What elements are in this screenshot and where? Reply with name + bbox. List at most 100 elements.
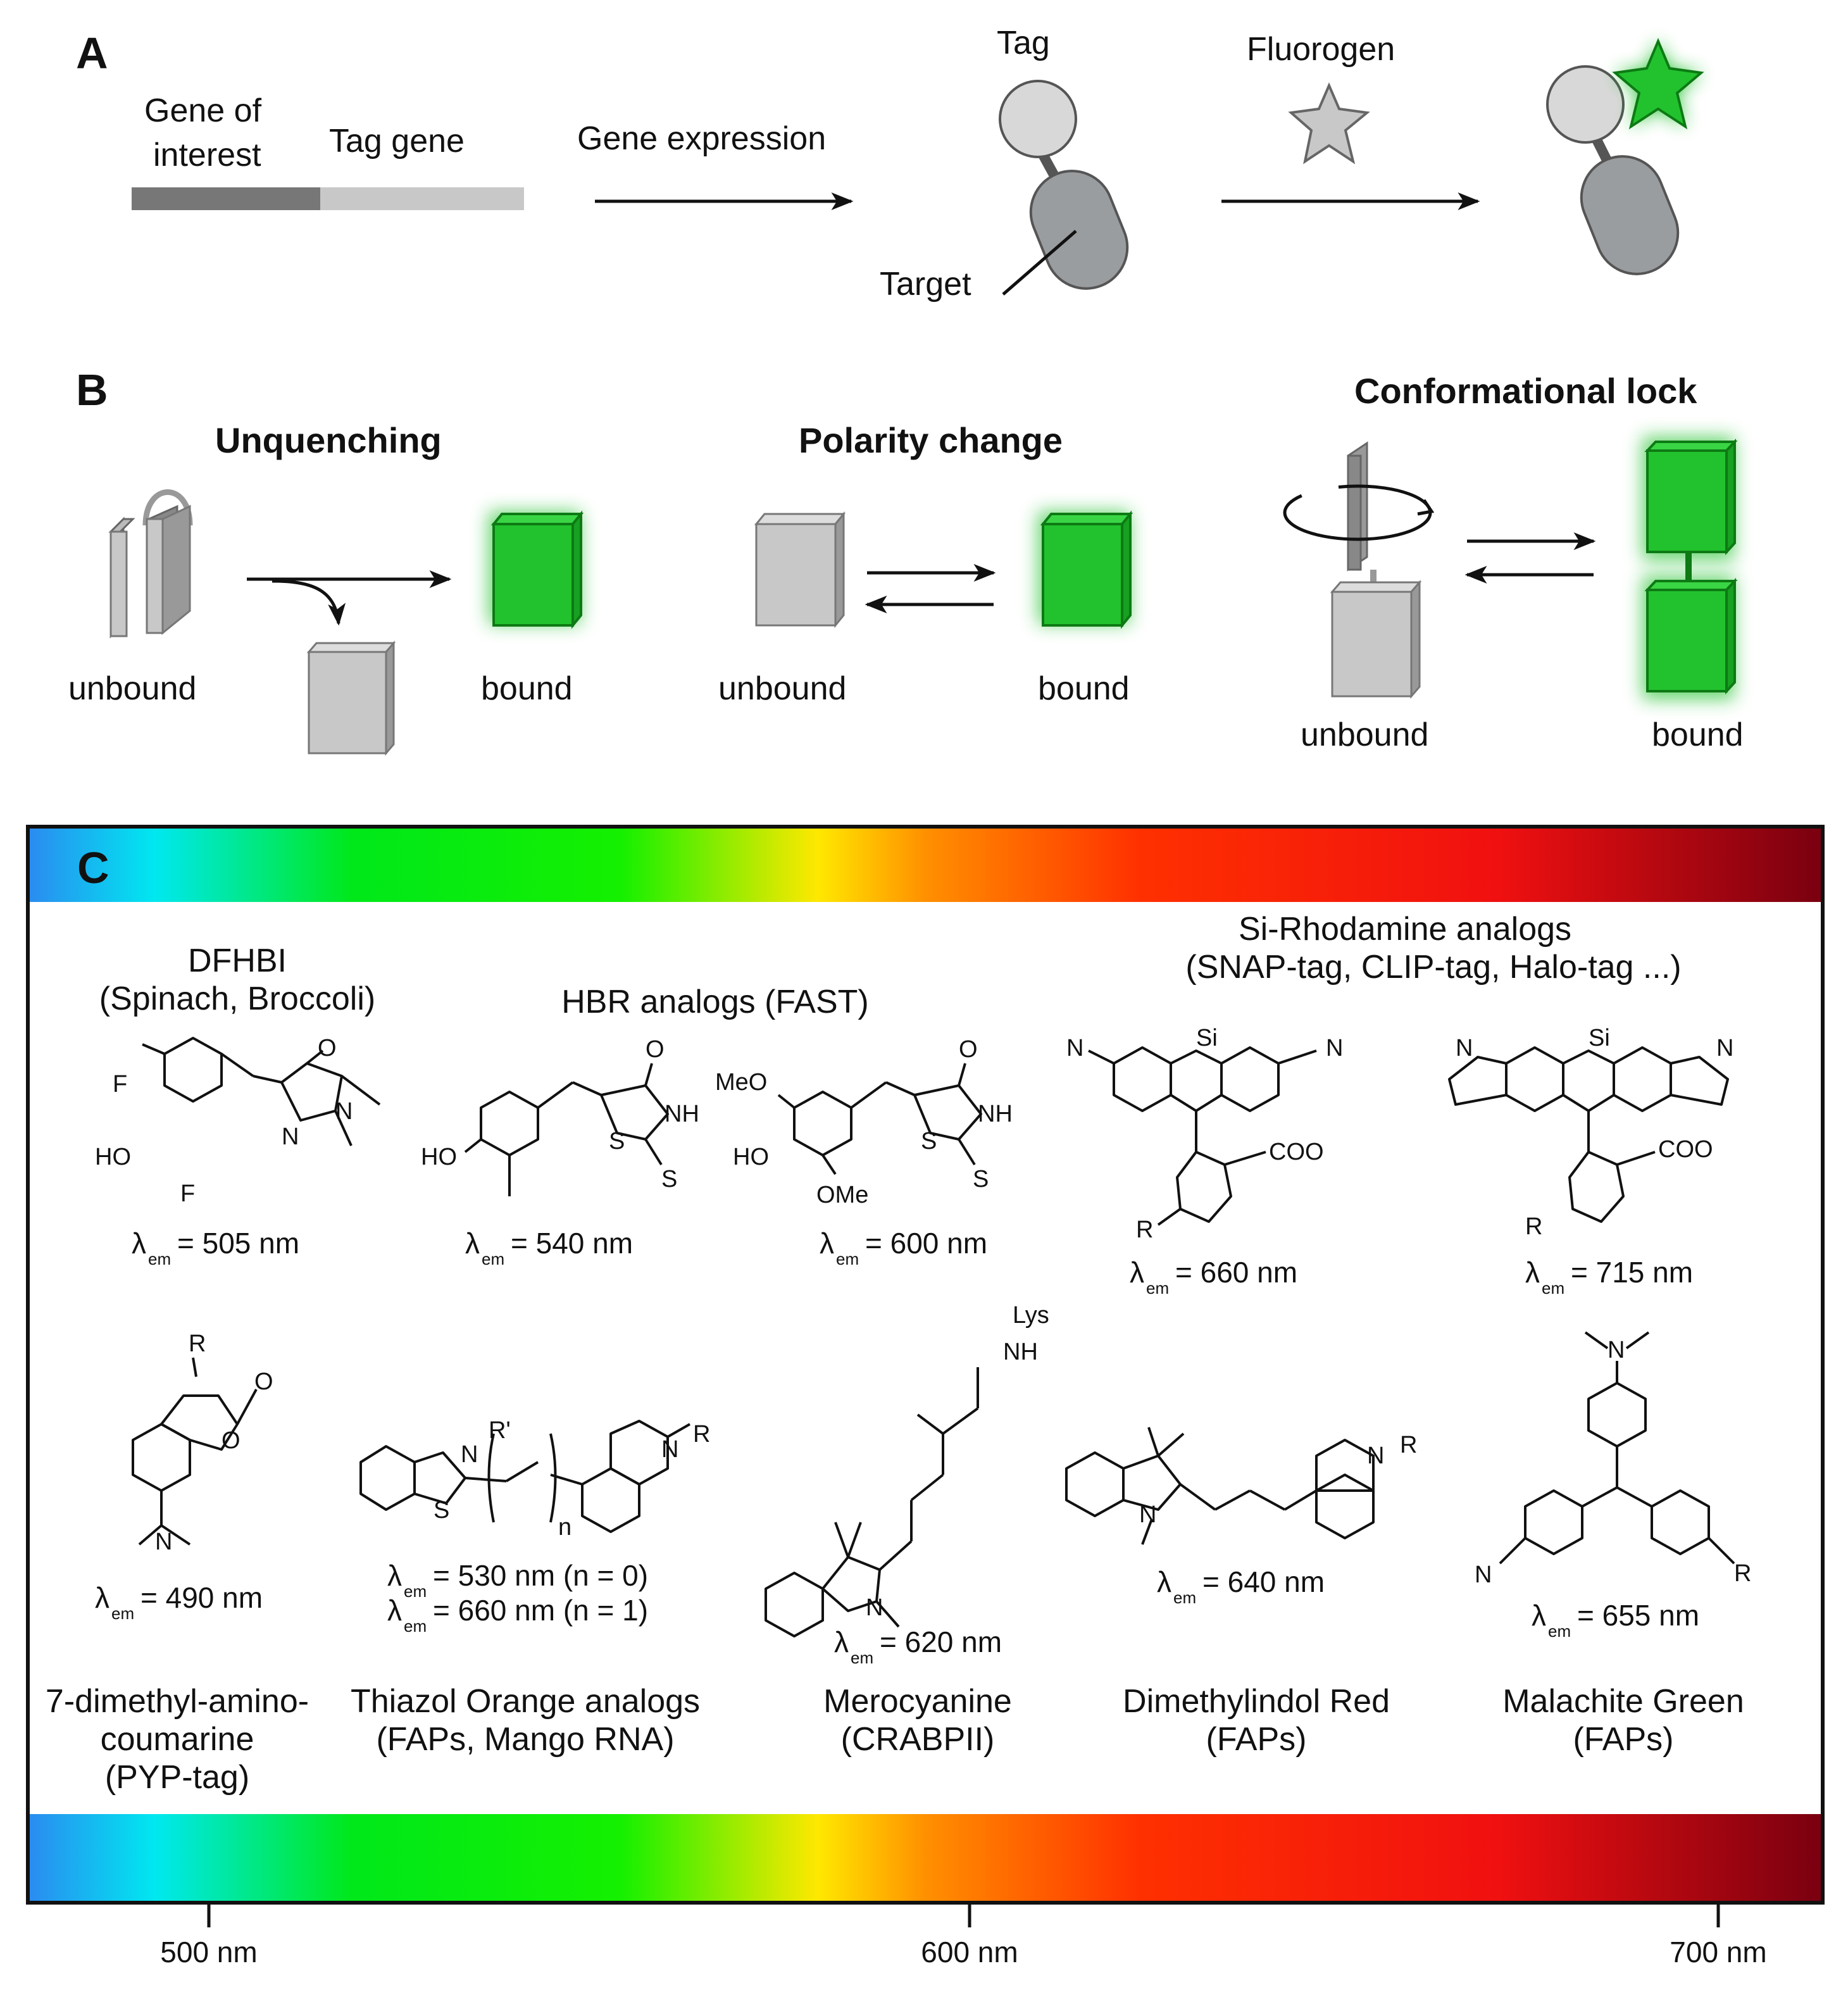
coumarine-lambda-sub: em [111, 1604, 134, 1623]
si-rhodamine-emission: = 660 nm [1175, 1256, 1297, 1289]
malachite-green-structure [1499, 1331, 1735, 1565]
hbr-methoxy-atom-o: O [959, 1036, 978, 1063]
dimethylindol-red-emission: = 640 nm [1202, 1565, 1325, 1598]
coumarine-emission: = 490 nm [140, 1581, 263, 1614]
gene-of-interest-label-1: Gene of [144, 92, 262, 129]
si-rhodamine-715-lambda: λ [1525, 1256, 1540, 1289]
si-rhodamine-structure [1088, 1046, 1317, 1226]
coumarine-name-1: 7-dimethyl-amino- [46, 1683, 309, 1720]
spectrum-bar-bottom [30, 1814, 1821, 1901]
tag-target-construct [999, 80, 1129, 290]
thiazol-orange-lambda-sub-1: em [404, 1582, 427, 1601]
thiazol-orange-emission-1: = 530 nm (n = 0) [433, 1559, 648, 1592]
tag-sphere [999, 80, 1077, 158]
si-rhodamine-715-atom-n2: N [1716, 1035, 1733, 1061]
dimethylindol-red-name-2: (FAPs) [1206, 1721, 1307, 1758]
malachite-green-emission: = 655 nm [1577, 1599, 1699, 1632]
dfhbi-name-1: DFHBI [188, 942, 287, 979]
dimethylindol-red-atom-r: R [1400, 1432, 1417, 1458]
si-rhodamine-atom-r: R [1136, 1217, 1153, 1243]
merocyanine-lambda: λ [834, 1625, 849, 1658]
panel-a-letter: A [76, 28, 108, 78]
gene-of-interest-bar [132, 187, 320, 210]
si-rhodamine-name-1: Si-Rhodamine analogs [1239, 911, 1571, 948]
hbr-atom-o: O [646, 1036, 665, 1063]
dfhbi-atom-f1: F [113, 1071, 127, 1098]
coumarine-name-3: (PYP-tag) [105, 1759, 249, 1796]
thiazol-orange-name-2: (FAPs, Mango RNA) [376, 1721, 674, 1758]
malachite-green-name-2: (FAPs) [1573, 1721, 1674, 1758]
merocyanine-atom-lys: Lys [1013, 1302, 1049, 1329]
hbr-methoxy-structure [777, 1063, 982, 1175]
dfhbi-atom-f2: F [180, 1180, 195, 1207]
axis-label-500: 500 nm [160, 1936, 257, 1969]
si-rhodamine-atom-n2: N [1326, 1035, 1343, 1061]
coumarine-atom-o1: O [254, 1368, 273, 1395]
hbr-atom-s1: S [609, 1128, 625, 1155]
dfhbi-lambda-sub: em [148, 1249, 171, 1268]
coumarine-atom-r: R [189, 1330, 206, 1357]
dfhbi-structure [142, 1037, 381, 1146]
coumarine-atom-n: N [155, 1529, 172, 1555]
thiazol-orange-lambda-2: λ [387, 1594, 402, 1627]
thiazol-orange-lambda-1: λ [387, 1559, 402, 1592]
si-rhodamine-715-emission: = 715 nm [1571, 1256, 1693, 1289]
dimethylindol-red-lambda: λ [1157, 1565, 1171, 1598]
merocyanine-name-2: (CRABPII) [841, 1721, 995, 1758]
target-label: Target [880, 266, 971, 303]
hbr-methoxy-emission: = 600 nm [865, 1227, 987, 1260]
malachite-green-lambda: λ [1532, 1599, 1546, 1632]
coumarine-lambda: λ [95, 1581, 109, 1614]
unquenching-bound-label: bound [481, 670, 573, 707]
si-rhodamine-atom-coo: COO [1269, 1139, 1324, 1165]
hbr-methoxy-lambda-sub: em [836, 1249, 859, 1268]
si-rhodamine-atom-si: Si [1196, 1025, 1218, 1051]
si-rhodamine-715-lambda-sub: em [1542, 1279, 1564, 1298]
dimethylindol-red-atom-n1: N [1139, 1501, 1156, 1528]
thiazol-orange-atom-n-index: n [558, 1514, 571, 1541]
unquenching-bound-block [489, 510, 584, 629]
si-rhodamine-715-structure [1448, 1046, 1729, 1223]
conformational-bound-label: bound [1652, 717, 1744, 753]
gene-expression-label: Gene expression [577, 120, 826, 157]
axis-label-700: 700 nm [1670, 1936, 1766, 1969]
polarity-unbound-block [754, 511, 846, 629]
thiazol-orange-atom-n2: N [661, 1436, 678, 1463]
si-rhodamine-atom-n1: N [1066, 1035, 1083, 1061]
malachite-green-atom-r: R [1734, 1560, 1751, 1587]
hbr-methoxy-atom-ome: OMe [816, 1182, 868, 1208]
panel-c-frame [26, 825, 1825, 1905]
thiazol-orange-atom-n1: N [461, 1441, 478, 1468]
bound-complex [1546, 37, 1704, 275]
tag-gene-bar [320, 187, 524, 210]
tag-gene-label: Tag gene [329, 123, 465, 160]
coumarine-name-2: coumarine [101, 1721, 254, 1758]
spectrum-bar-top [30, 829, 1821, 902]
polarity-title: Polarity change [799, 420, 1063, 460]
fluorogen-label: Fluorogen [1247, 31, 1395, 68]
si-rhodamine-lambda: λ [1130, 1256, 1144, 1289]
si-rhodamine-715-atom-si: Si [1589, 1025, 1610, 1051]
hbr-atom-nh: NH [665, 1101, 699, 1127]
hbr-methoxy-atom-meo: MeO [715, 1069, 767, 1096]
merocyanine-lambda-sub: em [851, 1648, 873, 1667]
unquenching-title: Unquenching [215, 420, 442, 460]
dfhbi-atom-n2: N [282, 1124, 299, 1150]
malachite-green-lambda-sub: em [1548, 1622, 1571, 1641]
conformational-unbound-icon [1283, 441, 1435, 699]
dfhbi-lambda: λ [132, 1227, 146, 1260]
si-rhodamine-lambda-sub: em [1146, 1279, 1169, 1298]
malachite-green-atom-n1: N [1608, 1337, 1625, 1363]
merocyanine-structure [765, 1367, 979, 1637]
dfhbi-atom-o: O [318, 1035, 337, 1061]
gene-of-interest-label-2: interest [153, 137, 261, 173]
target-pointer-line [1002, 230, 1077, 296]
hbr-methoxy-atom-s1: S [921, 1128, 937, 1155]
panel-b: B Unquenching unbound bound Polari [68, 365, 1744, 756]
thiazol-orange-structure [359, 1420, 690, 1533]
si-rhodamine-715-atom-coo: COO [1658, 1136, 1713, 1163]
panel-b-letter: B [76, 365, 108, 415]
dimethylindol-red-name-1: Dimethylindol Red [1123, 1683, 1390, 1720]
coumarine-atom-o2: O [222, 1427, 240, 1454]
conformational-title: Conformational lock [1354, 371, 1697, 411]
